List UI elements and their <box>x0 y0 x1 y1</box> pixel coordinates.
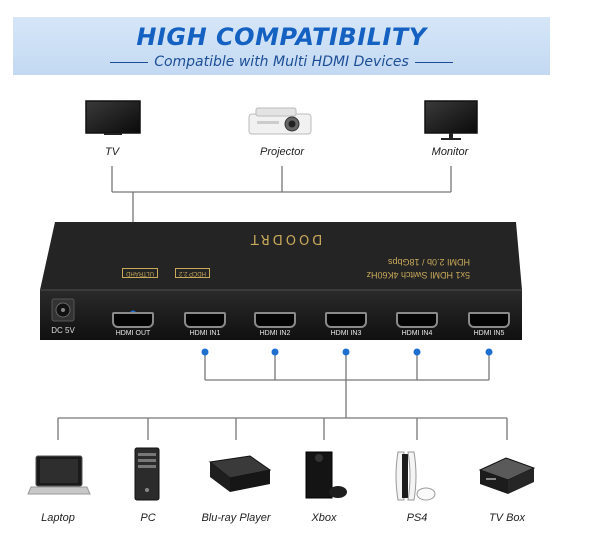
output-label-projector: Projector <box>259 146 305 158</box>
subtitle-dash-right <box>414 61 453 63</box>
tv-box-icon <box>478 457 536 494</box>
switch-top-text: DOODRT 5x1 HDMI Switch 4K60Hz HDMI 2.0b … <box>60 226 510 284</box>
hdmi-socket <box>325 312 367 328</box>
source-label-tvbox: TV Box <box>488 512 526 524</box>
dc-power-port <box>51 298 75 322</box>
tv-icon <box>85 100 141 135</box>
source-label-ps4: PS4 <box>406 512 428 524</box>
hdmi-socket <box>112 312 154 328</box>
hdmi-port-label: HDMI OUT <box>115 330 151 337</box>
input-connection-lines <box>57 352 508 440</box>
title-banner: HIGH COMPATIBILITY Compatible with Multi… <box>13 17 550 75</box>
hdmi-port-in3: HDMI IN3 <box>323 310 369 340</box>
hdmi-port-label: HDMI IN5 <box>473 330 505 337</box>
source-label-xbox: Xbox <box>311 512 337 524</box>
ultrahd-badge: ULTRAHD <box>122 268 158 278</box>
pc-tower-icon <box>134 447 160 501</box>
banner-subtitle: Compatible with Multi HDMI Devices <box>13 54 550 70</box>
hdmi-port-in5: HDMI IN5 <box>466 310 512 340</box>
hdmi-socket <box>254 312 296 328</box>
hdmi-socket <box>396 312 438 328</box>
switch-brand: DOODRT <box>247 231 323 246</box>
switch-model-line2: HDMI 2.0b / 18Gbps <box>387 257 470 267</box>
hdmi-port-in4: HDMI IN4 <box>394 310 440 340</box>
projector-icon <box>248 107 312 135</box>
hdmi-port-in1: HDMI IN1 <box>182 310 228 340</box>
dc-power-label: DC 5V <box>51 326 75 335</box>
hdmi-port-in2: HDMI IN2 <box>252 310 298 340</box>
output-label-tv: TV <box>104 146 120 158</box>
hdmi-socket <box>184 312 226 328</box>
source-label-laptop: Laptop <box>41 512 75 524</box>
laptop-icon <box>27 455 91 495</box>
xbox-icon <box>305 451 347 499</box>
banner-subtitle-text: Compatible with Multi HDMI Devices <box>154 54 409 70</box>
hdmi-port-label: HDMI IN2 <box>259 330 291 337</box>
hdmi-port-label: HDMI IN1 <box>189 330 221 337</box>
monitor-icon <box>424 100 478 140</box>
hdmi-port-label: HDMI IN3 <box>330 330 362 337</box>
bluray-player-icon <box>208 455 272 492</box>
hdmi-port-label: HDMI IN4 <box>401 330 433 337</box>
banner-title: HIGH COMPATIBILITY <box>136 23 427 51</box>
switch-model-line1: 5x1 HDMI Switch 4K60Hz <box>366 270 470 280</box>
source-label-pc: PC <box>140 512 156 524</box>
source-label-bluray: Blu-ray Player <box>201 512 271 524</box>
subtitle-dash-left <box>110 61 149 63</box>
output-label-monitor: Monitor <box>431 146 469 158</box>
hdmi-port-out: HDMI OUT <box>110 310 156 340</box>
hdcp-badge: HDCP 2.2 <box>175 268 210 278</box>
hdmi-socket <box>468 312 510 328</box>
ps4-icon <box>395 451 436 501</box>
